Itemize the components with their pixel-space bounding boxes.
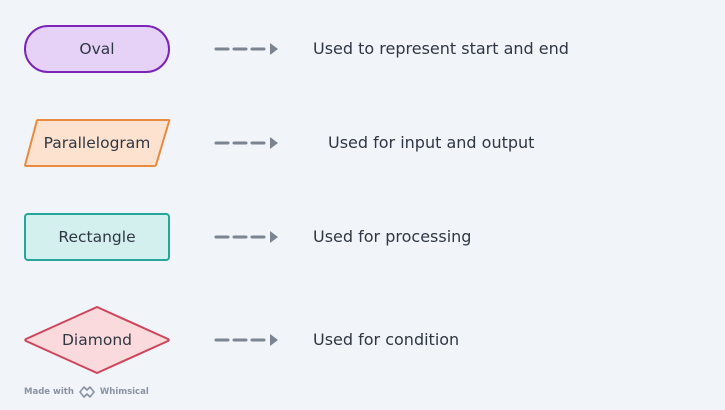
rectangle-description: Used for processing [313,227,472,246]
parallelogram-description: Used for input and output [328,133,535,152]
diamond-shape: Diamond [24,306,170,374]
parallelogram-outline [24,119,171,167]
diamond-description: Used for condition [313,330,460,349]
oval-outline [24,25,170,73]
dashed-arrow-icon [214,43,278,55]
parallelogram-shape: Parallelogram [24,119,171,167]
made-with-text: Made with [24,387,74,397]
parallelogram-label: Parallelogram [43,134,151,152]
whimsical-logo-icon [79,386,95,398]
made-with-whimsical-footer[interactable]: Made with Whimsical [24,384,149,400]
rectangle-shape: Rectangle [24,213,170,261]
whimsical-brand-text: Whimsical [99,387,149,397]
diamond-label: Diamond [62,331,132,349]
dashed-arrow-icon [214,231,278,243]
oval-shape: Oval [24,25,170,73]
dashed-arrow-icon [214,334,278,346]
rectangle-label: Rectangle [58,228,136,246]
rectangle-outline [24,213,170,261]
diamond-outline [24,306,170,374]
oval-label: Oval [79,40,115,58]
dashed-arrow-icon [214,137,278,149]
oval-description: Used to represent start and end [313,39,569,58]
